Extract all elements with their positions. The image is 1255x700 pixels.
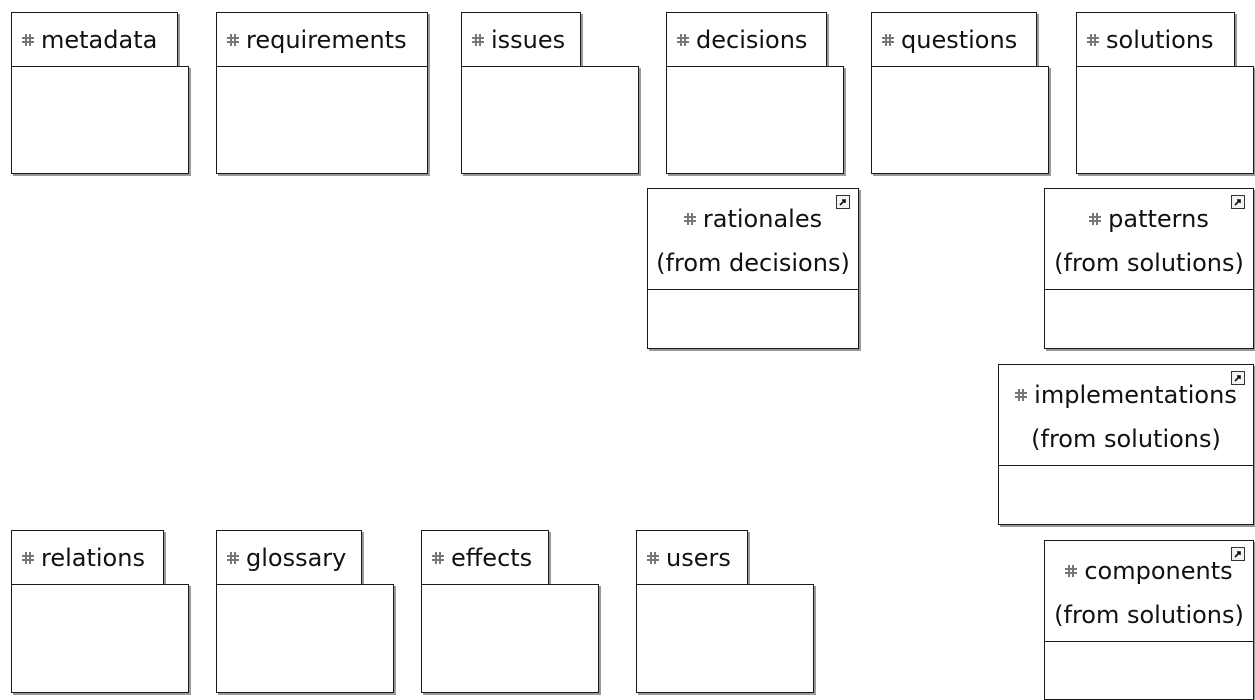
package-name: patterns: [1108, 205, 1209, 233]
package-tab[interactable]: relations: [11, 530, 164, 585]
package-name: issues: [491, 25, 566, 54]
package-icon: [1015, 389, 1028, 401]
reference-package[interactable]: rationales (from decisions): [647, 188, 859, 349]
package-icon: [882, 33, 894, 46]
package-origin: (from solutions): [1054, 249, 1244, 277]
package-body[interactable]: [636, 584, 814, 693]
package-icon: [647, 551, 659, 564]
package-icon: [677, 33, 689, 46]
package-tab[interactable]: questions: [871, 12, 1037, 67]
package-icon: [1065, 565, 1078, 577]
package-name: rationales: [702, 205, 823, 233]
package-origin: (from decisions): [656, 249, 850, 277]
package-tab[interactable]: effects: [421, 530, 549, 585]
package-name: decisions: [696, 25, 808, 54]
package-body[interactable]: [421, 584, 599, 693]
package-icon: [683, 213, 696, 225]
package-body[interactable]: [11, 584, 189, 693]
reference-package[interactable]: implementations (from solutions): [998, 364, 1254, 525]
package-icon: [227, 551, 239, 564]
package-name: solutions: [1106, 25, 1214, 54]
package-body[interactable]: [11, 66, 189, 174]
package-origin: (from solutions): [1054, 601, 1244, 629]
shortcut-arrow-icon: [836, 195, 850, 209]
package-icon: [22, 551, 34, 564]
package-icon: [1089, 213, 1102, 225]
package-body[interactable]: [216, 584, 394, 693]
package-name: users: [666, 543, 731, 572]
package-body[interactable]: [666, 66, 844, 174]
package-name: components: [1084, 557, 1233, 585]
package-name: glossary: [246, 543, 347, 572]
package-name: effects: [451, 543, 533, 572]
package-icon: [22, 33, 34, 46]
package-name: questions: [901, 25, 1018, 54]
package-tab[interactable]: solutions: [1076, 12, 1235, 67]
package-tab[interactable]: glossary: [216, 530, 362, 585]
package-origin: (from solutions): [1031, 425, 1221, 453]
reference-package[interactable]: patterns (from solutions): [1044, 188, 1254, 349]
package-name: requirements: [246, 25, 407, 54]
package-tab[interactable]: metadata: [11, 12, 178, 67]
package-body[interactable]: [461, 66, 639, 174]
package-icon: [432, 551, 444, 564]
shortcut-arrow-icon: [1231, 547, 1245, 561]
package-name: implementations: [1034, 381, 1237, 409]
package-body[interactable]: [871, 66, 1049, 174]
package-tab[interactable]: requirements: [216, 12, 428, 67]
package-body[interactable]: [1076, 66, 1254, 174]
shortcut-arrow-icon: [1231, 371, 1245, 385]
shortcut-arrow-icon: [1231, 195, 1245, 209]
package-icon: [1087, 33, 1099, 46]
package-tab[interactable]: users: [636, 530, 748, 585]
package-name: relations: [41, 543, 145, 572]
package-tab[interactable]: decisions: [666, 12, 827, 67]
reference-package[interactable]: components (from solutions): [1044, 540, 1254, 700]
package-name: metadata: [41, 25, 158, 54]
package-body[interactable]: [216, 66, 428, 174]
package-icon: [472, 33, 484, 46]
package-tab[interactable]: issues: [461, 12, 581, 67]
package-icon: [227, 33, 239, 46]
